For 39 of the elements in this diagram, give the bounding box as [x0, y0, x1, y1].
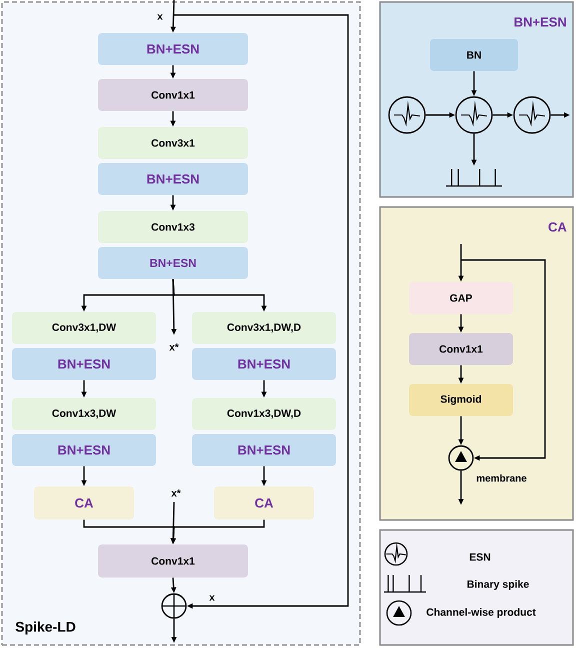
- process-box: CA: [34, 486, 134, 520]
- process-box: BN+ESN: [12, 434, 156, 466]
- edge-label: x*: [169, 344, 179, 350]
- edge-label: x: [157, 14, 163, 20]
- process-box: BN+ESN: [98, 163, 248, 195]
- process-box: BN+ESN: [98, 33, 248, 65]
- process-box: Conv1x1: [409, 333, 513, 365]
- beside-label: membrane: [476, 474, 526, 482]
- process-box: Sigmoid: [409, 384, 513, 416]
- process-box: GAP: [409, 282, 513, 314]
- process-box: Conv3x1: [98, 127, 248, 159]
- process-box: BN+ESN: [192, 434, 336, 466]
- process-box: Conv1x1: [98, 79, 248, 111]
- process-box: BN: [430, 39, 518, 71]
- panel-title: BN+ESN: [514, 17, 566, 27]
- process-box: BN+ESN: [192, 348, 336, 380]
- legend-label: ESN: [470, 553, 490, 561]
- spike-train-icon: [446, 169, 502, 187]
- process-box: Conv3x1,DW: [12, 312, 156, 344]
- process-box: BN+ESN: [12, 348, 156, 380]
- process-box: CA: [214, 486, 314, 520]
- legend-label: Channel-wise product: [426, 608, 536, 618]
- process-box: BN+ESN: [98, 247, 248, 279]
- process-box: Conv3x1,DW,D: [192, 312, 336, 344]
- legend-label: Binary spike: [467, 580, 529, 590]
- edge-label: x: [209, 595, 215, 601]
- neuron-circle: [513, 96, 551, 134]
- process-box: Conv1x3,DW,D: [192, 398, 336, 430]
- panel-title: CA: [548, 222, 566, 232]
- arrow: [461, 259, 546, 461]
- sum-symbol: [161, 593, 187, 619]
- panel-title: Spike-LD: [16, 621, 76, 635]
- neuron-circle: [388, 96, 426, 134]
- arrow: [174, 14, 349, 609]
- neuron-circle: [455, 96, 493, 134]
- process-box: Conv1x1: [98, 544, 248, 578]
- process-box: Conv1x3,DW: [12, 398, 156, 430]
- edge-label: x*: [171, 490, 181, 496]
- process-box: Conv1x3: [98, 211, 248, 243]
